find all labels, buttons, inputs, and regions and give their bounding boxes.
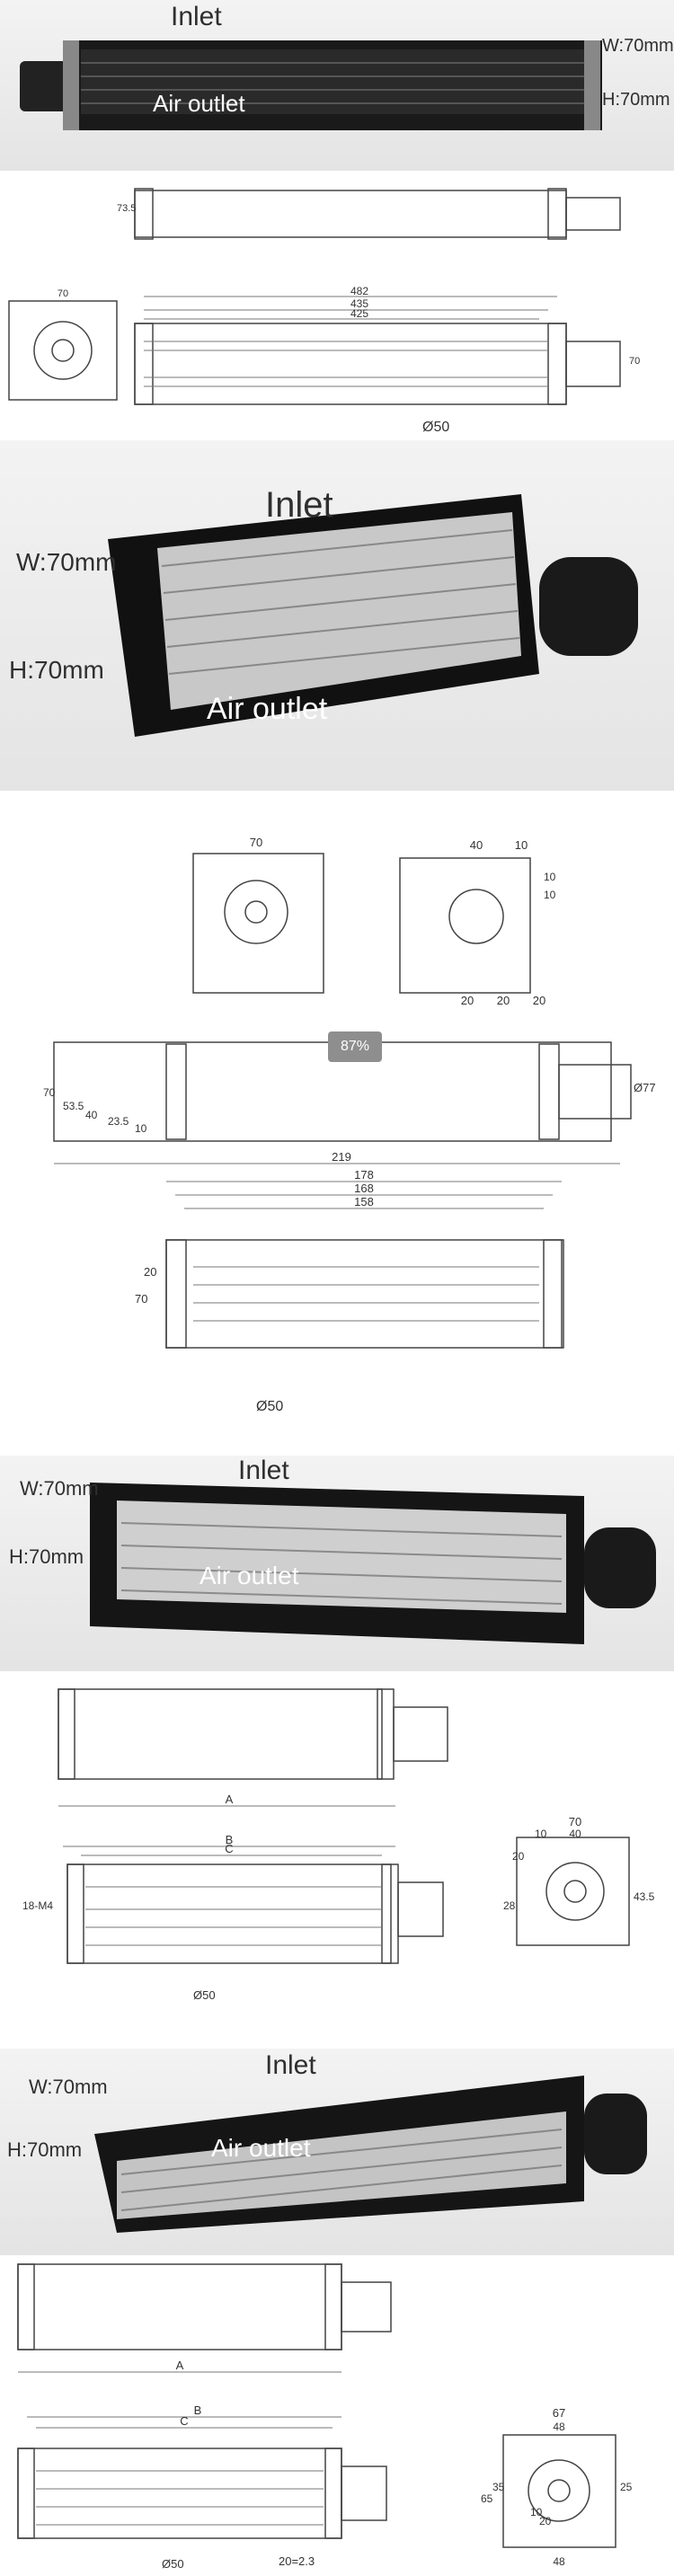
dim-70-side: 70 — [569, 1815, 581, 1828]
dim-10-side: 10 — [535, 1828, 547, 1840]
fan-illustration — [20, 40, 602, 130]
technical-drawing-2-long: 70 53.5 40 23.5 10 219 Ø77 178 168 158 2… — [0, 1015, 674, 1456]
air-outlet-label: Air outlet — [200, 1562, 299, 1589]
dim-435: 435 — [350, 297, 368, 310]
dim-10: 10 — [135, 1122, 147, 1135]
dim-35: 35 — [492, 2481, 505, 2493]
height-label: H:70mm — [9, 1545, 84, 1568]
dim-phi77: Ø77 — [634, 1081, 656, 1094]
fan-illustration — [94, 2076, 647, 2233]
dim-43-5-side: 43.5 — [634, 1890, 655, 1903]
air-outlet-label: Air outlet — [153, 90, 245, 117]
drawing-svg-1: 482 435 425 Ø50 70 73.5 70 — [8, 188, 640, 435]
technical-drawing-4: A B C Ø50 20=2.3 67 48 48 65 35 25 10 20 — [0, 2255, 674, 2576]
dim-48-top: 48 — [553, 2421, 565, 2433]
inlet-label: Inlet — [238, 1456, 289, 1485]
dim-phi50: Ø50 — [193, 1988, 216, 2002]
dim-70-right: 70 — [629, 356, 640, 367]
dim-20-2-3: 20=2.3 — [279, 2554, 315, 2568]
dim-40: 40 — [85, 1109, 98, 1121]
dim-20-b: 20 — [497, 994, 510, 1007]
dim-48-bottom: 48 — [553, 2555, 565, 2568]
inlet-label: Inlet — [171, 2, 222, 31]
width-label: W:70mm — [20, 1477, 99, 1500]
technical-drawing-3: A B C Ø50 18-M4 70 40 10 20 28 43.5 — [0, 1671, 674, 2049]
dim-158: 158 — [354, 1195, 374, 1208]
dim-65: 65 — [481, 2492, 493, 2505]
dim-70-front: 70 — [250, 836, 262, 849]
drawing-svg-2b: 70 53.5 40 23.5 10 219 Ø77 178 168 158 2… — [43, 1041, 656, 1414]
dim-53-5: 53.5 — [63, 1100, 84, 1112]
dim-20-side: 20 — [512, 1850, 525, 1863]
height-label: H:70mm — [7, 2138, 83, 2161]
dim-70-left: 70 — [43, 1086, 56, 1099]
technical-drawing-2-side: 70 40 10 20 20 20 10 10 — [0, 791, 674, 1015]
height-label: H:70mm — [602, 90, 670, 110]
dim-B: B — [226, 1833, 234, 1846]
product-photo-4: Inlet Air outlet W:70mm H:70mm — [0, 2049, 674, 2255]
drawing-svg-2a: 70 40 10 20 20 20 10 10 — [192, 836, 556, 1007]
dim-70-long: 70 — [135, 1292, 147, 1306]
dim-phi50-long: Ø50 — [256, 1399, 283, 1414]
product-photo-2: Inlet Air outlet W:70mm H:70mm — [0, 440, 674, 791]
dim-482: 482 — [350, 285, 368, 297]
fan-illustration — [108, 494, 638, 737]
dim-B: B — [194, 2403, 202, 2417]
drawing-svg-4: A B C Ø50 20=2.3 67 48 48 65 35 25 10 20 — [17, 2263, 633, 2571]
dim-67: 67 — [553, 2406, 565, 2420]
width-label: W:70mm — [29, 2076, 108, 2098]
dim-20-a: 20 — [461, 994, 474, 1007]
drawing-svg-3: A B C Ø50 18-M4 70 40 10 20 28 43.5 — [22, 1688, 655, 2002]
dim-178: 178 — [354, 1168, 374, 1182]
width-label: W:70mm — [602, 36, 674, 56]
dim-20: 20 — [539, 2515, 552, 2527]
dim-20-long: 20 — [144, 1265, 156, 1279]
fan-illustration — [90, 1483, 656, 1644]
progress-badge: 87% — [328, 1031, 383, 1062]
dim-A: A — [176, 2359, 184, 2372]
inlet-label: Inlet — [265, 2050, 316, 2080]
width-label: W:70mm — [16, 548, 117, 576]
dim-18-m4: 18-M4 — [22, 1899, 53, 1912]
dim-C: C — [180, 2414, 188, 2428]
dim-10-side: 10 — [515, 838, 528, 852]
air-outlet-label: Air outlet — [211, 2134, 311, 2162]
dim-C: C — [225, 1842, 233, 1855]
inlet-label: Inlet — [265, 485, 333, 525]
dim-10-right-b: 10 — [544, 889, 556, 901]
technical-drawing-1: 482 435 425 Ø50 70 73.5 70 — [0, 171, 674, 440]
dim-40-side: 40 — [569, 1828, 581, 1840]
dim-23-5: 23.5 — [108, 1115, 129, 1128]
dim-10: 10 — [530, 2506, 543, 2518]
dim-phi50: Ø50 — [162, 2557, 184, 2571]
dim-25: 25 — [620, 2481, 633, 2493]
product-photo-1: Inlet Air outlet W:70mm H:70mm — [0, 0, 674, 171]
dim-40-side: 40 — [470, 838, 483, 852]
dim-28-side: 28 — [503, 1899, 516, 1912]
dim-A: A — [226, 1793, 234, 1806]
dim-73-5: 73.5 — [117, 203, 136, 214]
dim-20-c: 20 — [533, 994, 545, 1007]
dim-219: 219 — [332, 1150, 351, 1164]
product-photo-3: Inlet Air outlet W:70mm H:70mm — [0, 1456, 674, 1671]
height-label: H:70mm — [9, 656, 104, 684]
dim-phi50: Ø50 — [422, 420, 449, 435]
dim-10-right-a: 10 — [544, 871, 556, 883]
dim-425: 425 — [350, 307, 368, 320]
dim-70-side: 70 — [58, 288, 68, 299]
dim-168: 168 — [354, 1182, 374, 1195]
air-outlet-label: Air outlet — [207, 692, 328, 726]
